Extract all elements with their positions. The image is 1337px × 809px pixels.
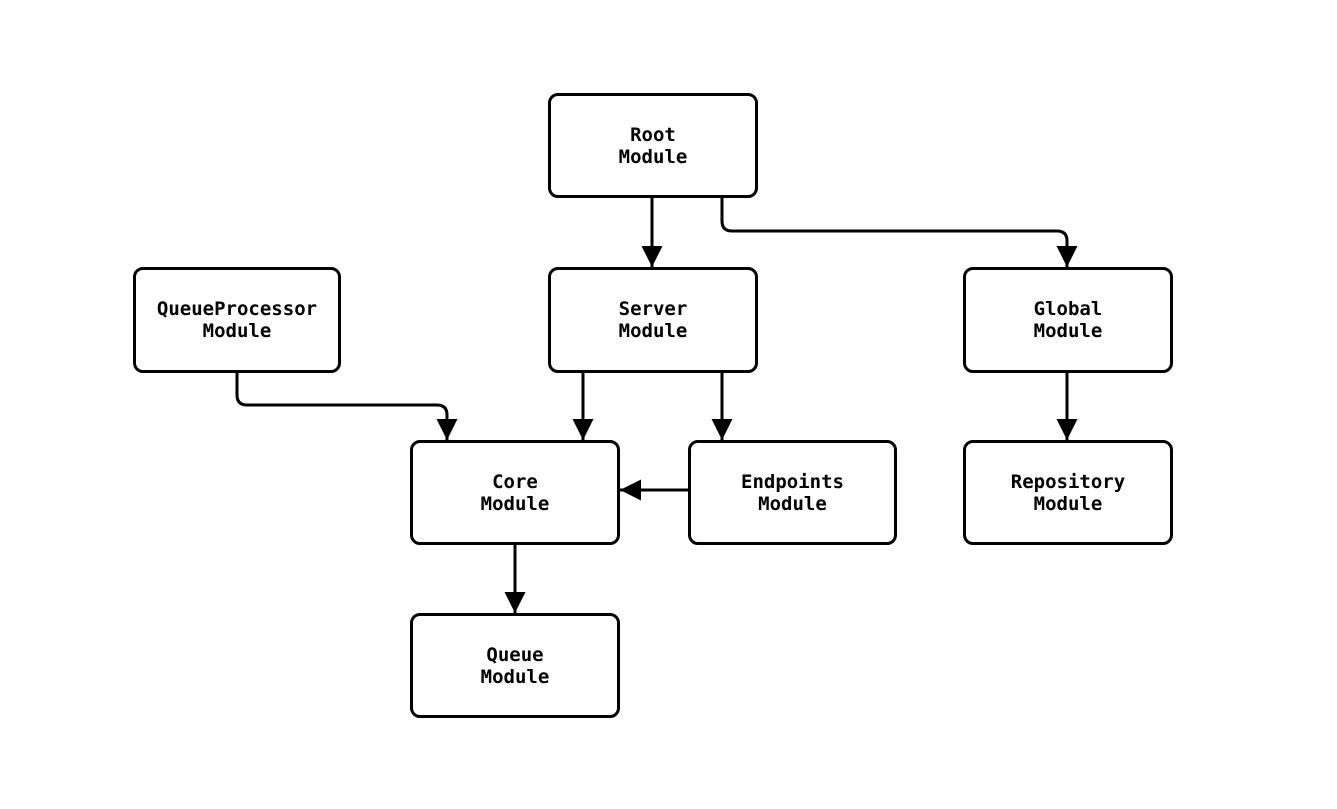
node-queueprocessor: QueueProcessor Module [133, 267, 341, 373]
node-label-repository: Repository Module [1010, 470, 1126, 515]
node-label-server: Server Module [618, 298, 688, 342]
edge-queueprocessor-to-core [235, 373, 458, 440]
node-label-core: Core Module [480, 470, 550, 515]
node-endpoints: Endpoints Module [688, 440, 897, 545]
node-root: Root Module [548, 93, 758, 198]
node-repository: Repository Module [963, 440, 1173, 545]
node-label-endpoints: Endpoints Module [741, 470, 844, 515]
node-label-root: Root Module [618, 123, 688, 168]
node-core: Core Module [410, 440, 620, 545]
node-global: Global Module [963, 267, 1173, 373]
node-server: Server Module [548, 267, 758, 373]
node-label-global: Global Module [1033, 298, 1103, 342]
edge-root-to-global [720, 198, 1078, 267]
node-label-queue: Queue Module [480, 643, 550, 688]
node-label-queueprocessor: QueueProcessor Module [156, 298, 318, 342]
node-queue: Queue Module [410, 613, 620, 718]
